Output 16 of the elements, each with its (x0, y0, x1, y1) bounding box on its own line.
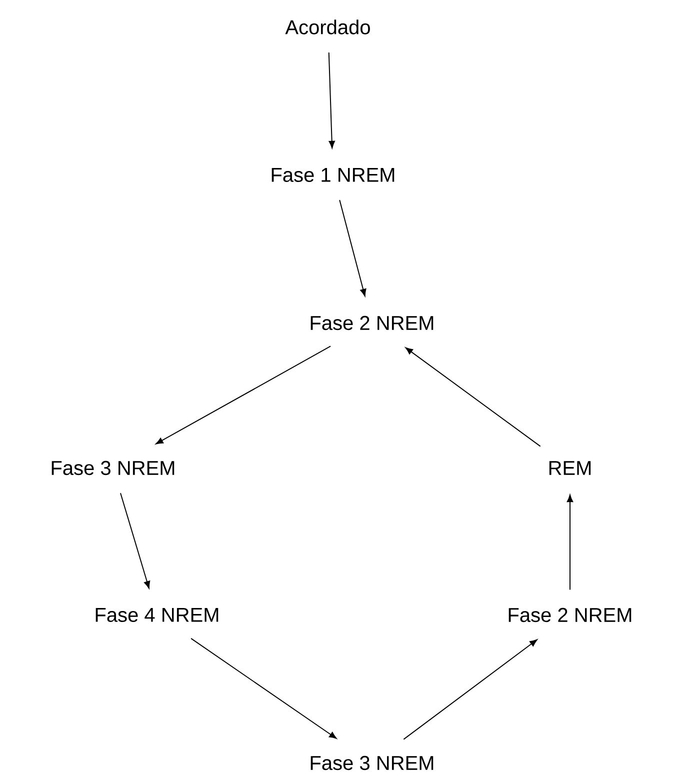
arrow (405, 347, 541, 447)
stage-label: Fase 4 NREM (96, 608, 218, 622)
arrow (328, 52, 335, 148)
stage-label: Acordado (285, 20, 370, 34)
arrow (566, 494, 574, 590)
stage-label: Fase 3 NREM (52, 460, 174, 476)
stage-label: Fase 3 NREM (310, 756, 434, 770)
arrow (190, 638, 337, 739)
stage-label: REM (549, 461, 591, 475)
arrow (156, 346, 332, 444)
arrow (120, 492, 150, 589)
arrow (339, 200, 366, 296)
stage-label: Fase 2 NREM (508, 608, 632, 622)
stage-label: Fase 2 NREM (310, 316, 434, 330)
arrow (403, 639, 538, 740)
stage-label: Fase 1 NREM (272, 168, 394, 182)
